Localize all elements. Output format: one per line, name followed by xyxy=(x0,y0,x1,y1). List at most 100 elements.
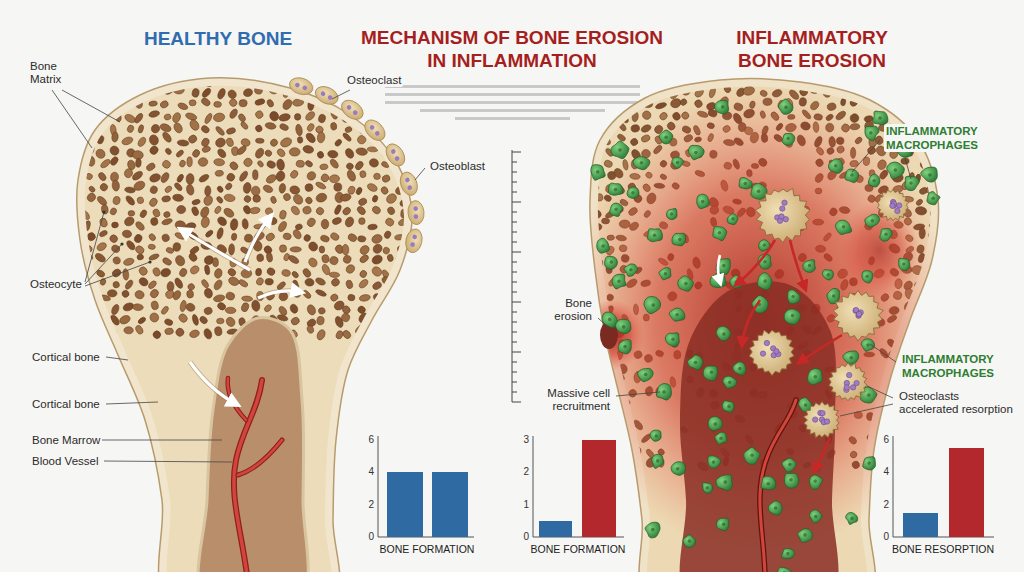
surface-cells-part-part xyxy=(327,94,333,100)
part-label: Osteocyte xyxy=(28,278,84,291)
axis-title: BONE FORMATION xyxy=(531,543,626,556)
scale-ruler-part xyxy=(512,232,517,233)
macrophages-part-part xyxy=(671,337,675,341)
axis-tick: 2 xyxy=(368,499,374,511)
macrophages-part-part xyxy=(791,314,795,318)
macrophages-part xyxy=(612,274,626,289)
scale-ruler-part xyxy=(512,322,517,323)
osteoclasts-part-part xyxy=(824,419,829,424)
leader-dots-part xyxy=(102,210,105,213)
surface-cells-part-part xyxy=(312,83,341,108)
healthy-bone-part-part xyxy=(240,302,250,313)
macrophages-part-part xyxy=(644,373,648,377)
healthy-bone-part-part xyxy=(213,101,221,108)
macrophages-part-part xyxy=(669,308,685,321)
macrophages-part-part xyxy=(872,179,876,183)
healthy-bone-part-part xyxy=(138,265,149,276)
macrophages-part-part xyxy=(784,473,798,488)
macrophages-part xyxy=(803,260,815,273)
healthy-bone-part-part xyxy=(186,173,194,184)
healthy-bone-part-part xyxy=(204,112,214,124)
macrophages-part-part xyxy=(784,309,800,324)
macrophages-part-part xyxy=(715,432,727,444)
macrophages-part-part xyxy=(683,535,696,548)
macrophages-part-part xyxy=(843,351,859,364)
healthy-bone-part-part xyxy=(228,244,234,256)
macrophages-part xyxy=(688,355,703,370)
healthy-bone-part-part xyxy=(355,187,363,196)
healthy-bone-part-part xyxy=(213,112,226,122)
macrophages-part-part xyxy=(803,260,815,273)
macrophages-part xyxy=(627,187,639,198)
macrophages-part-part xyxy=(782,133,795,145)
axis-tick: 0 xyxy=(523,531,529,543)
macrophages-part-part xyxy=(688,539,692,543)
healthy-bone-part-part xyxy=(225,137,234,147)
macrophages-part-part xyxy=(722,332,726,336)
healthy-bone-part-part xyxy=(315,181,327,190)
surface-cells-part xyxy=(382,140,408,169)
macrophages-part-part xyxy=(931,197,935,201)
healthy-bone-part-part xyxy=(137,196,145,204)
axis-tick: 0 xyxy=(883,531,889,543)
macrophages-part-part xyxy=(813,479,817,483)
healthy-bone-part-part xyxy=(226,172,237,183)
healthy-bone-part-part xyxy=(357,235,366,242)
healthy-bone-part-part xyxy=(147,280,158,291)
healthy-bone-part-part xyxy=(216,227,224,240)
healthy-bone-part-part xyxy=(329,293,339,303)
healthy-bone-part-part xyxy=(107,290,117,297)
placeholder-lines-part xyxy=(420,109,605,112)
healthy-bone-part-part xyxy=(290,247,301,252)
healthy-bone-part-part xyxy=(161,217,173,225)
healthy-bone-part-part xyxy=(385,192,399,205)
macrophages-part xyxy=(671,462,685,476)
macrophages-part-part xyxy=(716,518,728,531)
healthy-bone-part-part xyxy=(359,170,366,178)
placeholder-lines-part xyxy=(385,85,640,88)
macrophages-part-part xyxy=(722,523,726,527)
healthy-bone-part-part xyxy=(270,196,277,204)
leader-lines-part xyxy=(415,168,425,180)
osteoclasts-part-part xyxy=(774,349,779,354)
surface-cells-part xyxy=(404,227,425,254)
macrophages-part-part xyxy=(659,268,671,280)
healthy-bone-part-part xyxy=(266,99,275,108)
healthy-bone-part-part xyxy=(302,145,314,155)
macrophages-part-part xyxy=(624,264,638,277)
healthy-bone-part-part xyxy=(265,173,278,185)
healthy-bone-part-part xyxy=(230,218,239,230)
macrophages-part-part xyxy=(627,187,639,198)
healthy-bone-part-part xyxy=(255,277,264,286)
macrophages-part-part xyxy=(784,105,788,109)
healthy-bone-part-part xyxy=(160,267,172,278)
healthy-bone-part-part xyxy=(237,113,246,123)
healthy-bone-part-part xyxy=(172,121,184,134)
macrophages-part xyxy=(761,476,776,490)
macrophages-part xyxy=(703,366,717,381)
macrophages-part-part xyxy=(803,533,807,537)
healthy-bone-part-part xyxy=(283,233,292,241)
macrophages-part xyxy=(611,141,629,159)
healthy-bone-part-part xyxy=(345,162,354,171)
blood-vessel xyxy=(228,378,282,572)
macrophages-part-part xyxy=(878,116,882,120)
leader-dots-part xyxy=(148,260,151,263)
macrophages-part-part xyxy=(731,217,735,221)
macrophages-part xyxy=(716,518,728,531)
healthy-bone-part-part xyxy=(99,182,109,192)
macrophages-part xyxy=(862,271,873,283)
macrophages-part xyxy=(781,549,794,559)
healthy-bone-part-part xyxy=(368,158,379,169)
macrophages-part-part xyxy=(610,260,614,264)
macrophages-part-part xyxy=(705,486,709,490)
healthy-bone-part-part xyxy=(200,97,211,108)
healthy-bone-part-part xyxy=(296,160,305,168)
scale-ruler-part xyxy=(512,212,517,213)
macrophages-part-part xyxy=(865,275,869,279)
healthy-bone-part-part xyxy=(112,196,121,205)
healthy-bone-part-part xyxy=(161,233,170,242)
healthy-bone-part-part xyxy=(354,160,365,171)
healthy-bone-part-part xyxy=(277,220,288,233)
scale-ruler-part xyxy=(512,242,517,243)
